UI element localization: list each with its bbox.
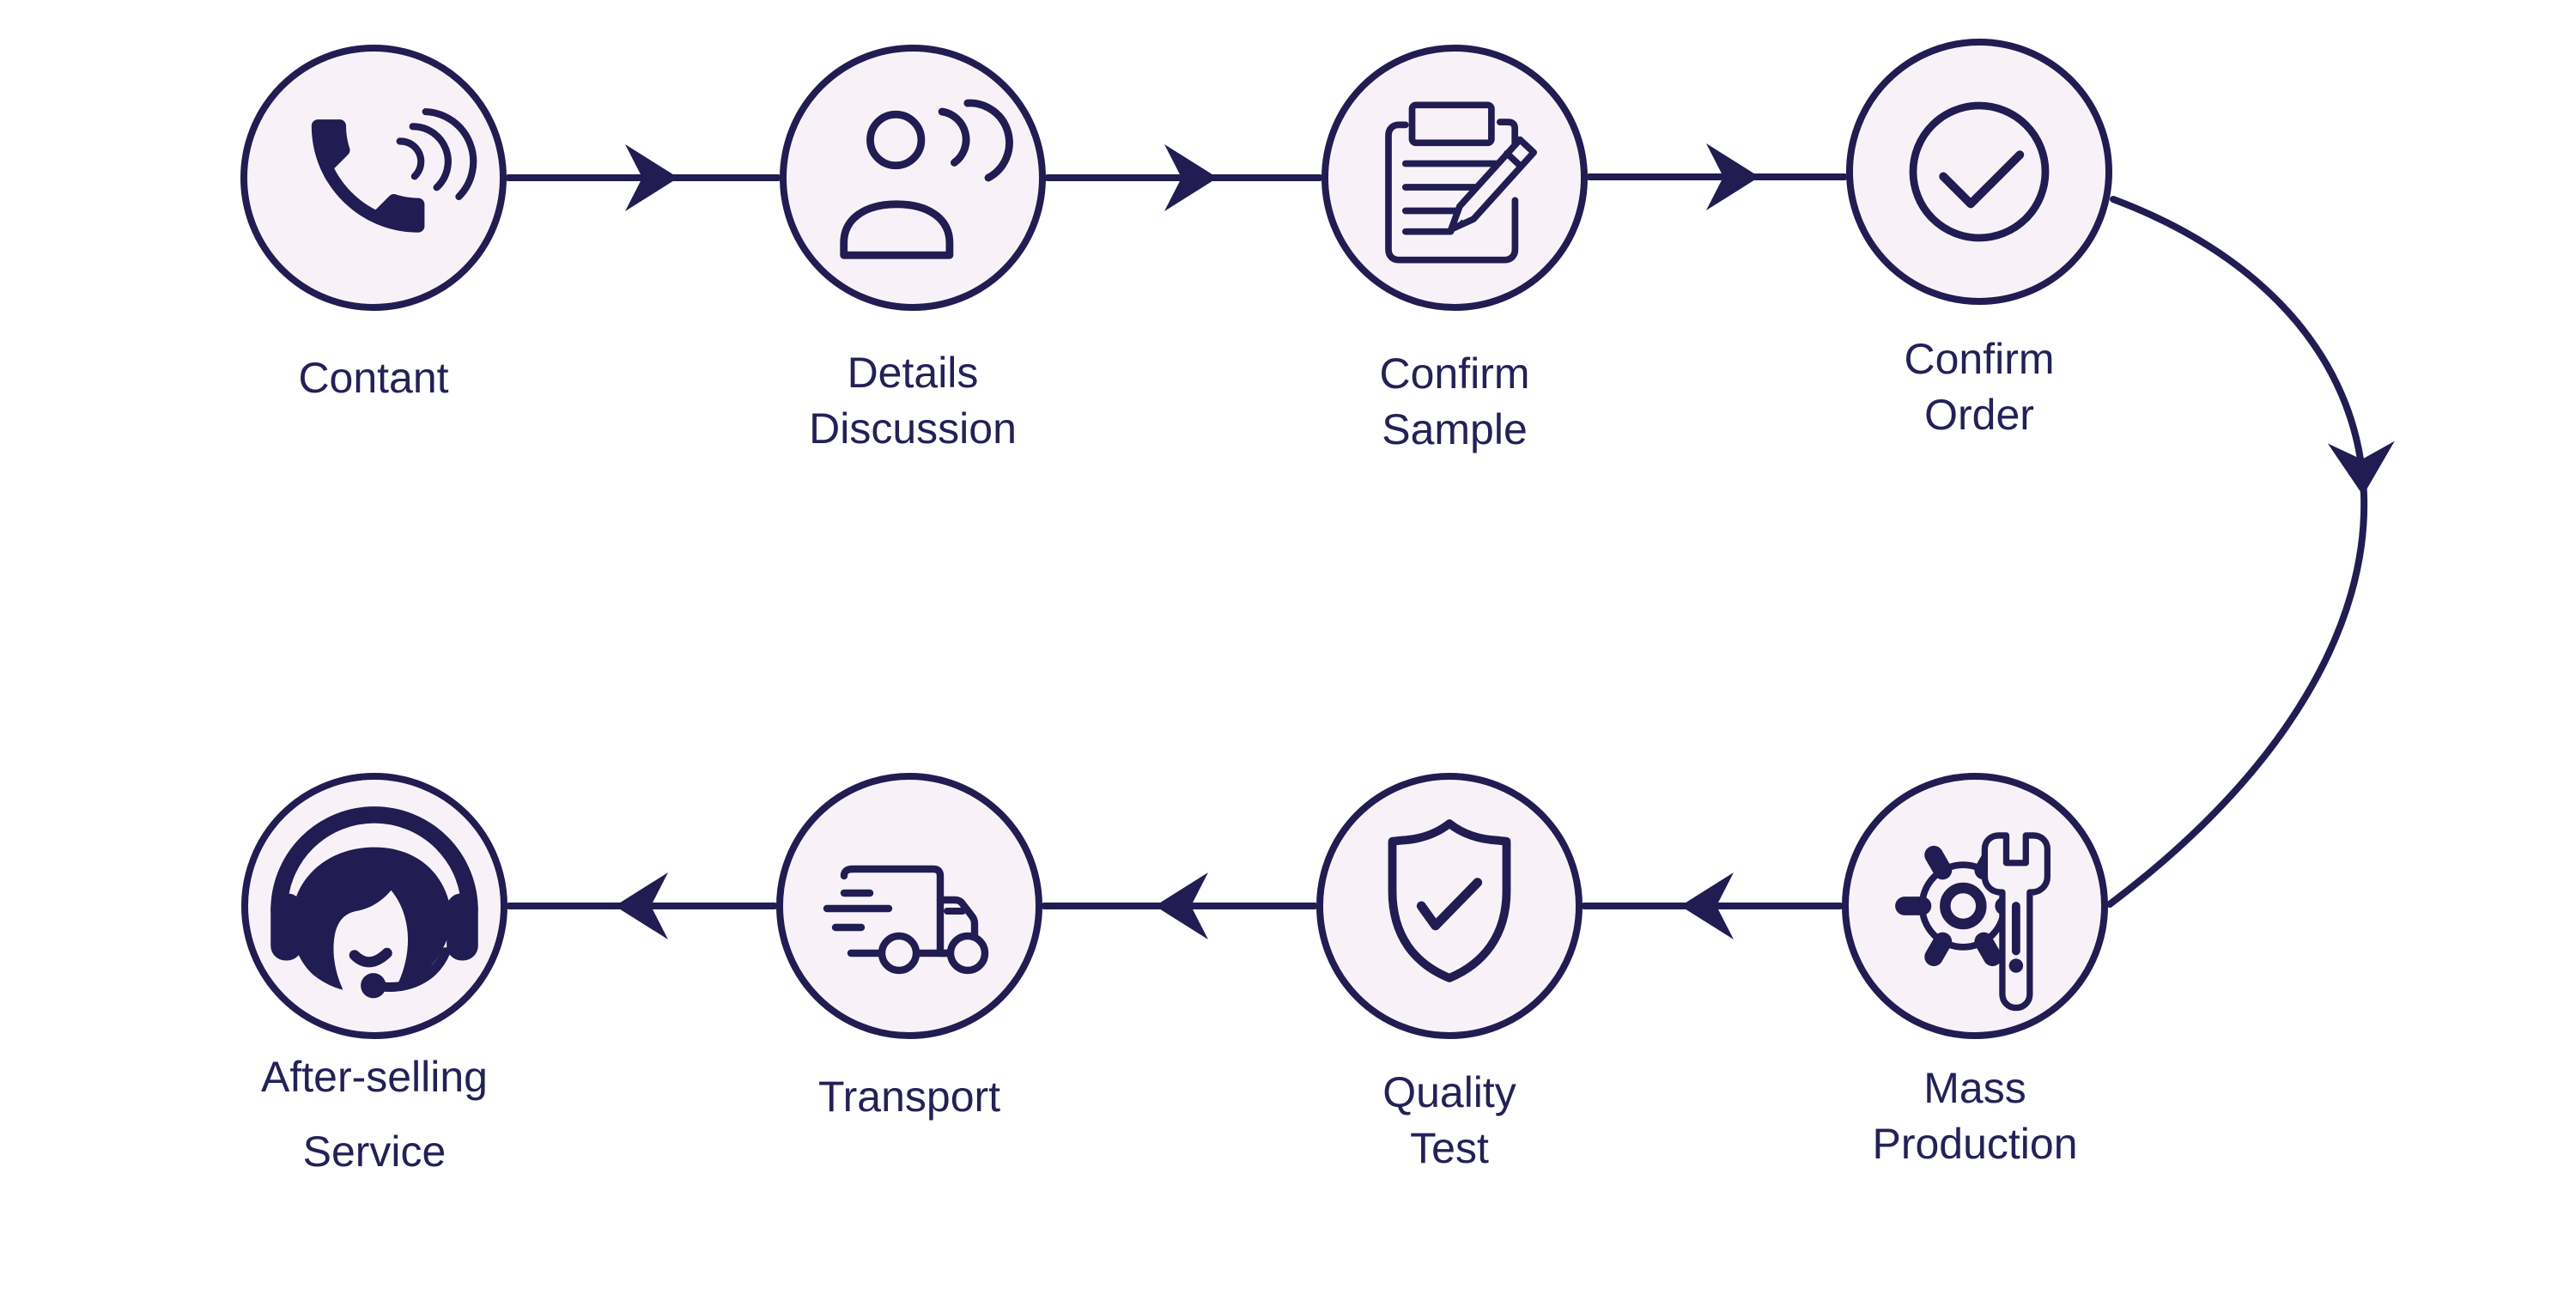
step-circle-confirm-sample bbox=[1321, 45, 1588, 311]
label-line: Confirm bbox=[1379, 350, 1530, 398]
step-label-contact: Contant bbox=[107, 350, 640, 406]
label-line: Test bbox=[1410, 1124, 1489, 1172]
step-label-details-discussion: Details Discussion bbox=[647, 345, 1179, 457]
arrowhead-right-icon bbox=[1164, 144, 1218, 211]
label-line: Mass bbox=[1923, 1064, 2026, 1112]
label-line: Production bbox=[1872, 1120, 2078, 1168]
truck-icon bbox=[823, 865, 989, 975]
arrowhead-left-icon bbox=[615, 872, 668, 939]
label-line: Discussion bbox=[809, 404, 1017, 453]
step-circle-after-selling-service bbox=[241, 773, 507, 1039]
label-line: Details bbox=[847, 349, 979, 397]
arrowhead-left-icon bbox=[1155, 872, 1208, 939]
step-label-quality-test: Quality Test bbox=[1183, 1065, 1716, 1176]
arrowhead-right-icon bbox=[625, 144, 678, 211]
label-line: Service bbox=[302, 1128, 447, 1176]
label-line: Contant bbox=[298, 354, 449, 402]
person-speaking-icon bbox=[840, 99, 1013, 259]
label-line: Transport bbox=[817, 1073, 1001, 1121]
label-line: Order bbox=[1924, 391, 2034, 439]
step-label-confirm-order: Confirm Order bbox=[1713, 331, 2245, 443]
connector-curve bbox=[2106, 196, 2367, 908]
check-circle-icon bbox=[1909, 101, 2050, 242]
label-line: Confirm bbox=[1904, 335, 2055, 383]
label-line: Sample bbox=[1382, 405, 1528, 453]
step-circle-transport bbox=[776, 773, 1042, 1039]
step-circle-confirm-order bbox=[1846, 39, 2112, 305]
step-circle-mass-production bbox=[1842, 773, 2108, 1039]
document-pencil-icon bbox=[1385, 101, 1538, 264]
step-label-mass-production: Mass Production bbox=[1709, 1061, 2241, 1172]
step-circle-contact bbox=[240, 45, 507, 311]
phone-icon bbox=[311, 107, 477, 233]
headset-person-icon bbox=[270, 806, 478, 999]
step-label-after-selling-service: After-selling Service bbox=[108, 1040, 641, 1189]
step-circle-details-discussion bbox=[780, 45, 1046, 311]
gear-wrench-icon bbox=[1895, 832, 2051, 1012]
arrowhead-right-icon bbox=[1706, 143, 1759, 210]
label-line: Quality bbox=[1382, 1068, 1516, 1116]
step-label-confirm-sample: Confirm Sample bbox=[1188, 346, 1721, 458]
arrowhead-left-icon bbox=[1680, 872, 1734, 939]
step-circle-quality-test bbox=[1316, 773, 1583, 1039]
label-line: After-selling bbox=[261, 1053, 488, 1101]
arrowhead-down-icon bbox=[2327, 441, 2395, 495]
shield-check-icon bbox=[1388, 819, 1511, 982]
step-label-transport: Transport bbox=[643, 1069, 1176, 1125]
